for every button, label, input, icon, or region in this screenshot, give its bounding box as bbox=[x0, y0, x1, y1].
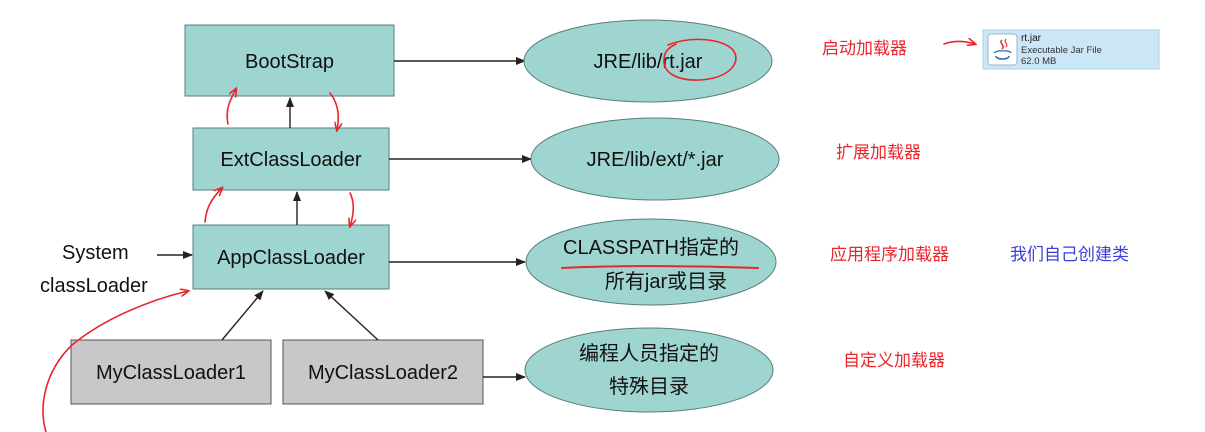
system-label-line2: classLoader bbox=[40, 275, 148, 297]
arrow-my2-to-app bbox=[324, 290, 379, 341]
arrow-my1-to-app bbox=[221, 290, 264, 341]
file-name: rt.jar bbox=[1021, 33, 1042, 44]
label-bootstrap-loader: 启动加载器 bbox=[822, 39, 907, 59]
java-jar-icon bbox=[987, 33, 1018, 66]
oval-ext-path: JRE/lib/ext/*.jar bbox=[587, 149, 724, 171]
oval-rt-jar-name: rt.jar bbox=[662, 51, 702, 73]
node-app-classloader: AppClassLoader bbox=[192, 224, 390, 290]
node-ext-classloader: ExtClassLoader bbox=[192, 127, 390, 191]
node-app-label: AppClassLoader bbox=[217, 247, 365, 269]
label-app-loader: 应用程序加载器 bbox=[830, 245, 949, 265]
red-arrow-up-2 bbox=[204, 188, 222, 223]
red-arrow-down-2 bbox=[350, 192, 353, 226]
label-custom-loader: 自定义加载器 bbox=[843, 351, 945, 371]
node-bootstrap: BootStrap bbox=[184, 24, 395, 97]
oval-classpath-line1: CLASSPATH指定的 bbox=[563, 236, 739, 259]
label-ext-loader: 扩展加载器 bbox=[836, 143, 921, 163]
oval-custom-dir: 编程人员指定的 特殊目录 bbox=[524, 327, 774, 413]
node-my2-label: MyClassLoader2 bbox=[308, 362, 458, 384]
file-size: 62.0 MB bbox=[1021, 56, 1056, 67]
node-bootstrap-label: BootStrap bbox=[245, 51, 334, 73]
oval-custom-line2: 特殊目录 bbox=[609, 375, 689, 398]
oval-classpath-line2: 所有jar或目录 bbox=[605, 270, 727, 293]
oval-custom-line1: 编程人员指定的 bbox=[579, 342, 719, 365]
red-annotations bbox=[42, 38, 975, 432]
file-type: Executable Jar File bbox=[1021, 45, 1102, 56]
node-myclassloader1: MyClassLoader1 bbox=[70, 339, 272, 405]
svg-text:JRE/lib/rt.jar: JRE/lib/rt.jar bbox=[594, 51, 703, 73]
file-info-panel[interactable]: rt.jar Executable Jar File 62.0 MB bbox=[982, 29, 1160, 70]
oval-rt-prefix: JRE/lib/ bbox=[594, 51, 663, 73]
label-app-note: 我们自己创建类 bbox=[1010, 245, 1129, 265]
system-label-line1: System bbox=[62, 242, 129, 264]
red-arrow-long-curve bbox=[42, 291, 188, 432]
red-arrow-up-1 bbox=[226, 89, 236, 125]
node-myclassloader2: MyClassLoader2 bbox=[282, 339, 484, 405]
oval-classpath: CLASSPATH指定的 所有jar或目录 bbox=[525, 218, 777, 306]
red-arrow-to-file bbox=[943, 41, 975, 44]
red-arrow-down-1 bbox=[329, 92, 338, 130]
rtjar-highlight-circle bbox=[663, 38, 737, 81]
node-my1-label: MyClassLoader1 bbox=[96, 362, 246, 384]
oval-ext-jar: JRE/lib/ext/*.jar bbox=[530, 117, 780, 201]
node-ext-label: ExtClassLoader bbox=[220, 149, 362, 171]
oval-rt-jar: JRE/lib/rt.jar bbox=[523, 19, 773, 103]
classpath-underline bbox=[561, 265, 759, 269]
